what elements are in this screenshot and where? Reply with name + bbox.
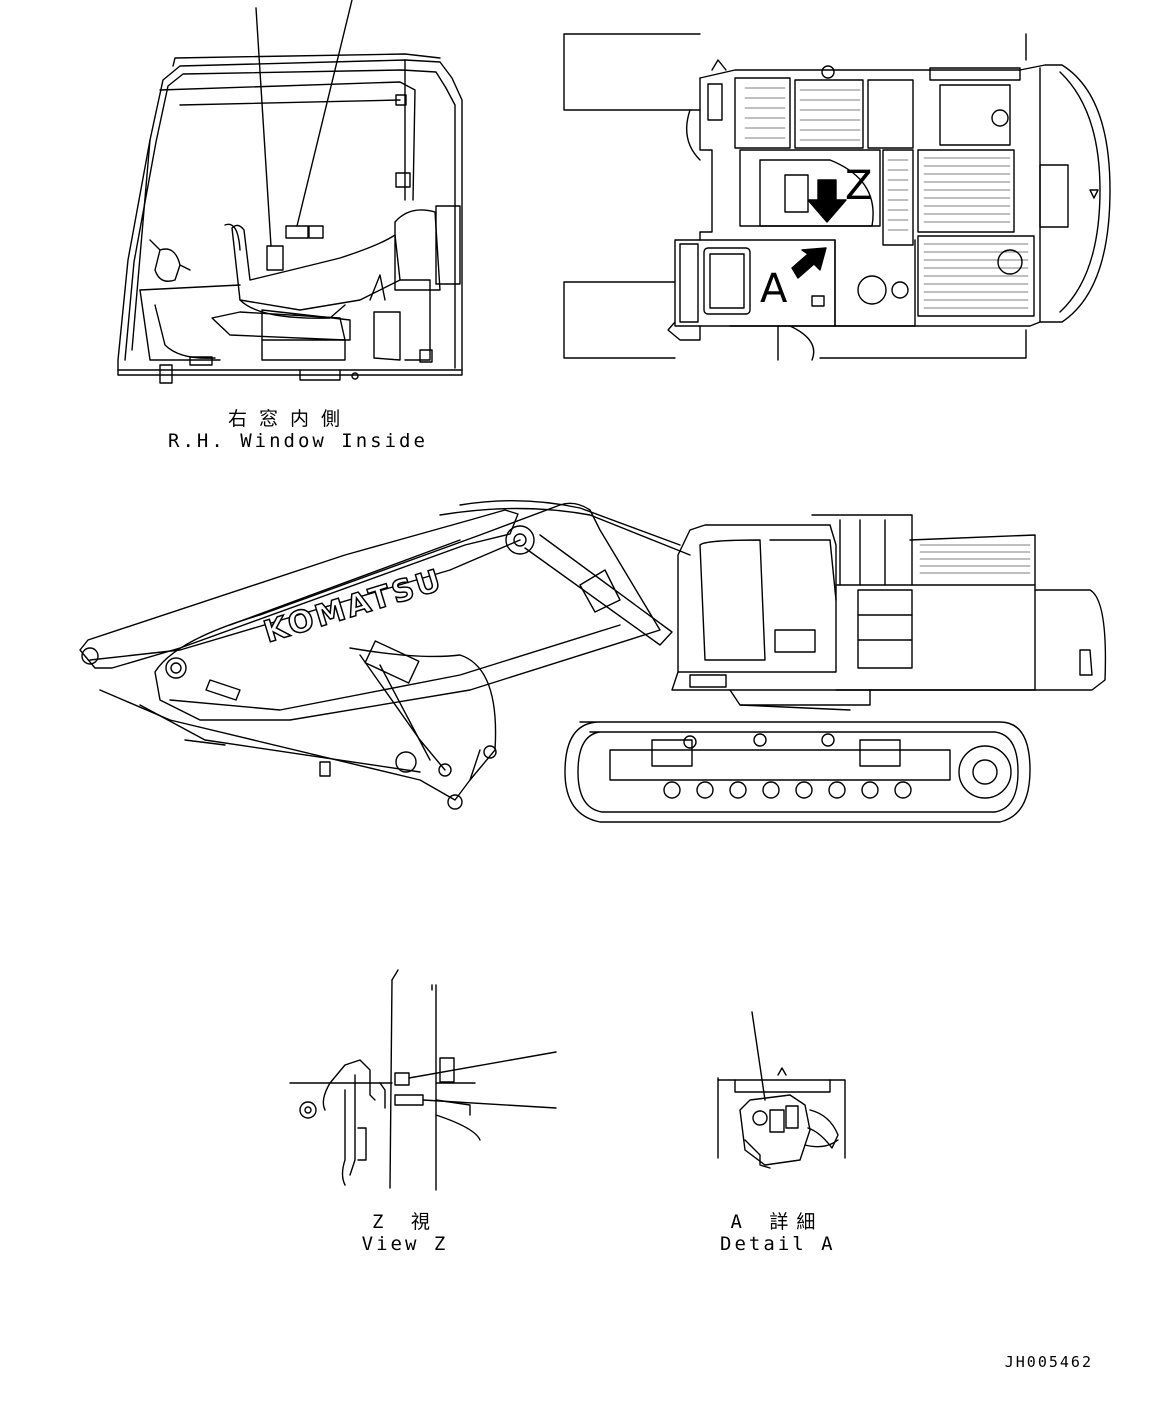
view-z-detail: [290, 970, 556, 1190]
caption-detaila-jp: A 詳細: [730, 1211, 824, 1233]
excavator-side-view: [80, 501, 1105, 822]
cab-interior-view: [118, 0, 462, 383]
z-view-arrow: [808, 180, 846, 222]
detail-a-view: [718, 1012, 845, 1168]
caption-viewz-jp: Z 視: [372, 1211, 438, 1233]
caption-cab-en: R.H. Window Inside: [168, 430, 428, 452]
drawing-code: JH005462: [1004, 1353, 1093, 1371]
caption-viewz-en: View Z: [361, 1233, 449, 1255]
marker-z: Z: [845, 163, 873, 209]
marker-a: A: [760, 266, 788, 312]
caption-cab-jp: 右窓内側: [227, 408, 352, 430]
caption-detaila-en: Detail A: [720, 1233, 836, 1255]
top-view: [564, 34, 1110, 360]
detail-a-arrow: [792, 248, 826, 278]
